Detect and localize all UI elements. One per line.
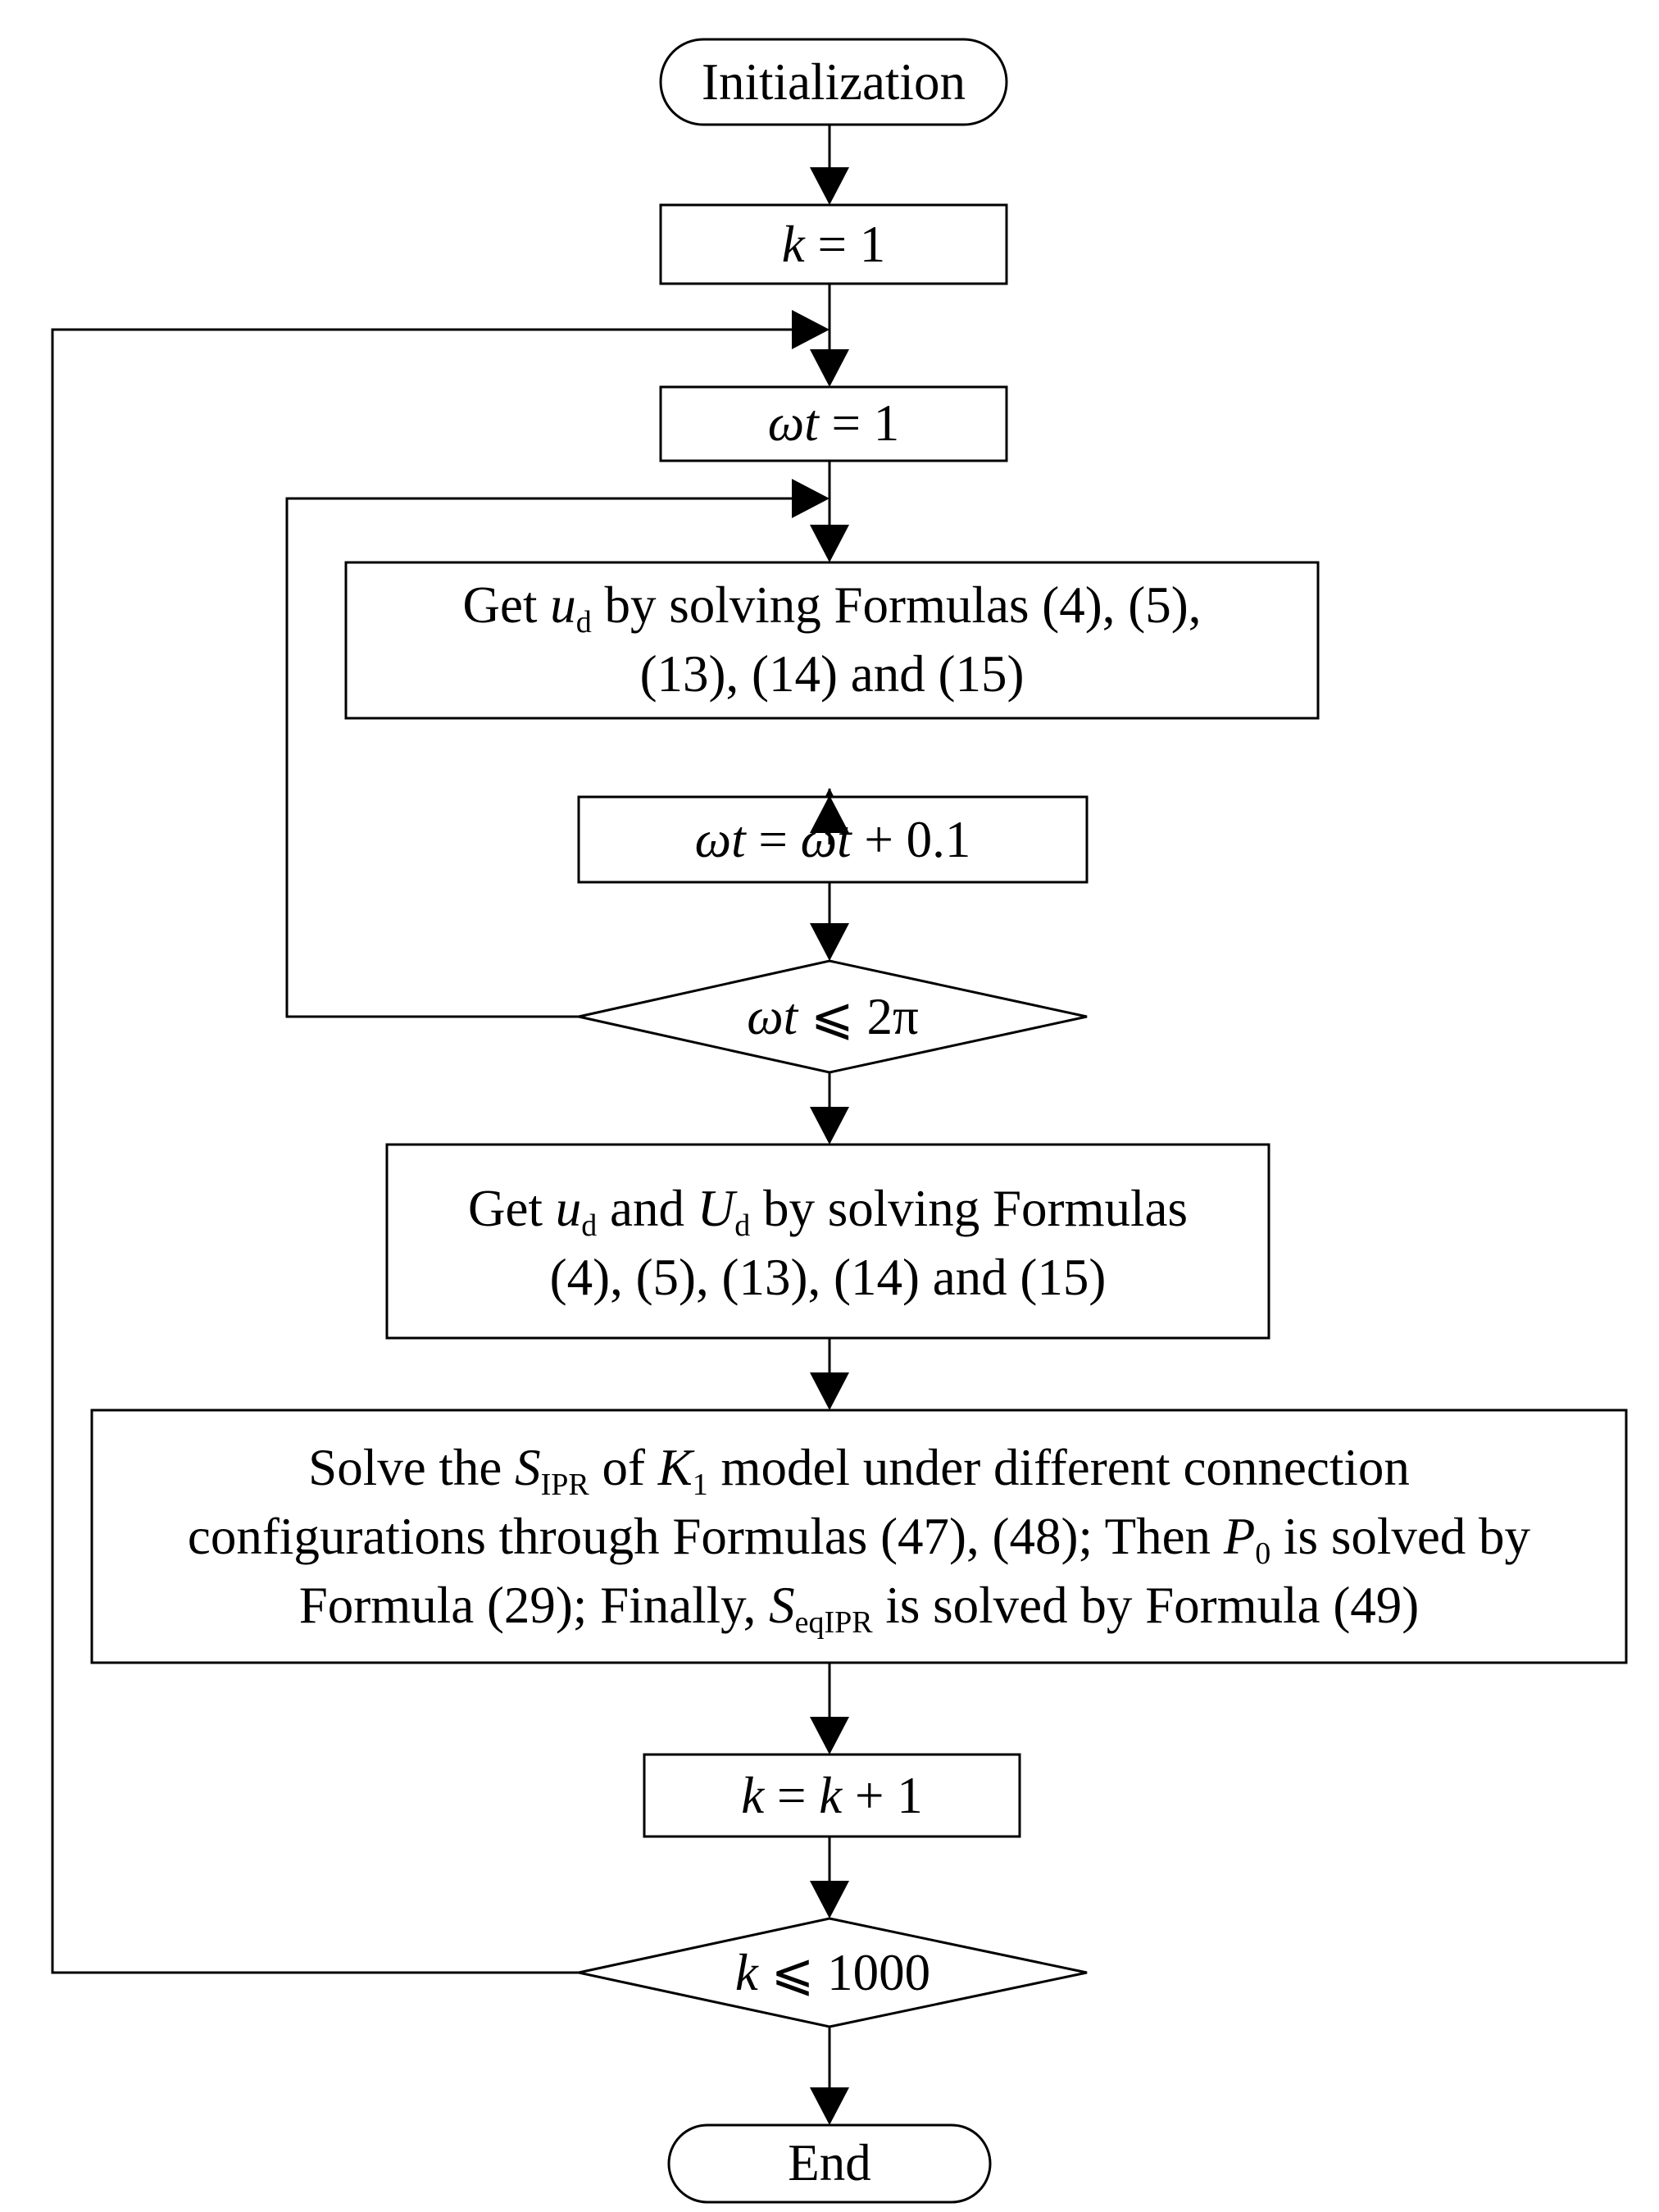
subscript: d <box>575 605 592 639</box>
get-ud-label: Get ud by solving Formulas (4), (5), (13… <box>346 571 1318 708</box>
loop-wt-line <box>285 497 792 1018</box>
arrowhead-increment-k-to-decision <box>810 1881 849 1918</box>
loop-k-line <box>51 328 792 1974</box>
subscript: IPR <box>540 1468 589 1502</box>
value: 1 <box>873 394 900 452</box>
subscript: 0 <box>1255 1536 1271 1571</box>
end-label: End <box>669 2128 990 2197</box>
op: = <box>818 394 874 452</box>
var-S: S <box>515 1439 541 1496</box>
subscript: 1 <box>692 1468 708 1502</box>
text: ⩽ 2π <box>798 988 919 1045</box>
arrowhead-solve-to-increment-k <box>810 1717 849 1755</box>
decision-wt-label: ωt ⩽ 2π <box>579 982 1087 1051</box>
start-label: Initialization <box>661 48 1007 116</box>
solve-label: Solve the SIPR of K1 model under differe… <box>92 1433 1626 1640</box>
var-S: S <box>769 1577 795 1634</box>
start-text: Initialization <box>702 53 966 111</box>
var-wt: ωt <box>767 394 819 452</box>
text: Formula (29); Finally, <box>298 1577 770 1634</box>
var-U: U <box>697 1180 735 1237</box>
init-wt-box <box>659 385 1008 462</box>
get-ud-Ud-label: Get ud and Ud by solving Formulas (4), (… <box>387 1174 1269 1312</box>
value: 1 <box>859 216 886 273</box>
get-ud-line2: (13), (14) and (15) <box>639 645 1025 703</box>
arrowhead-wt-to-getud <box>810 525 849 562</box>
get-ud-Ud-line2: (4), (5), (13), (14) and (15) <box>549 1249 1107 1306</box>
op: = <box>804 216 860 273</box>
arrowhead-k-to-wt <box>810 349 849 387</box>
var-k: k <box>819 1767 843 1824</box>
var-wt: ωt <box>694 811 746 868</box>
text: by solving Formulas (4), (5), <box>591 576 1202 634</box>
subscript: d <box>734 1208 751 1243</box>
arrowhead-start-to-k <box>810 167 849 205</box>
text: configurations through Formulas (47), (4… <box>187 1508 1224 1565</box>
text: ⩽ 1000 <box>757 1944 931 2001</box>
text: model under different connection <box>707 1439 1410 1496</box>
text: by solving Formulas <box>750 1180 1188 1237</box>
text: Solve the <box>308 1439 516 1496</box>
var-k: k <box>734 1944 758 2001</box>
text: is solved by Formula (49) <box>872 1577 1420 1634</box>
arrowhead-decision-wt-to-getudUd <box>810 1107 849 1145</box>
var-K: K <box>657 1439 693 1496</box>
var-u: u <box>555 1180 582 1237</box>
text: + 0.1 <box>851 811 971 868</box>
increment-k-box <box>643 1753 1021 1838</box>
arrowhead-decision-k-to-end <box>810 2087 849 2125</box>
init-wt-label: ωt = 1 <box>661 389 1007 457</box>
var-wt: ωt <box>800 811 852 868</box>
get-ud-Ud-line1: Get ud and Ud by solving Formulas <box>387 1174 1269 1243</box>
subscript: eqIPR <box>794 1605 873 1640</box>
text: of <box>589 1439 658 1496</box>
var-P: P <box>1223 1508 1256 1565</box>
op: = <box>764 1767 820 1824</box>
arrowhead-loop-wt <box>792 479 830 518</box>
text: Get <box>462 576 551 634</box>
init-k-box <box>659 203 1008 285</box>
get-ud-box <box>344 561 1320 720</box>
subscript: d <box>581 1208 598 1243</box>
increment-wt-box <box>577 795 1089 884</box>
increment-k-label: k = k + 1 <box>644 1761 1020 1830</box>
arrowhead-loop-k <box>792 310 830 349</box>
text: and <box>597 1180 698 1237</box>
text: is solved by <box>1270 1508 1531 1565</box>
end-text: End <box>788 2134 871 2192</box>
op: = <box>745 811 801 868</box>
solve-line1: Solve the SIPR of K1 model under differe… <box>92 1433 1626 1502</box>
get-ud-line1: Get ud by solving Formulas (4), (5), <box>346 571 1318 639</box>
arrowhead-getudUd-to-solve <box>810 1372 849 1410</box>
get-ud-Ud-box <box>385 1143 1270 1340</box>
start-terminal <box>659 38 1008 126</box>
solve-box <box>90 1409 1628 1664</box>
var-wt: ωt <box>747 988 798 1045</box>
var-k: k <box>781 216 805 273</box>
solve-line3: Formula (29); Finally, SeqIPR is solved … <box>92 1571 1626 1640</box>
init-k-label: k = 1 <box>661 210 1007 279</box>
increment-wt-label: ωt = ωt + 0.1 <box>579 805 1087 874</box>
solve-line2: configurations through Formulas (47), (4… <box>92 1502 1626 1571</box>
arrowhead-increment-wt-to-decision <box>810 923 849 961</box>
decision-k-label: k ⩽ 1000 <box>579 1938 1087 2007</box>
var-k: k <box>741 1767 765 1824</box>
text: + 1 <box>842 1767 923 1824</box>
text: Get <box>468 1180 556 1237</box>
var-u: u <box>550 576 576 634</box>
arrowhead-increment-wt-up <box>810 795 849 833</box>
